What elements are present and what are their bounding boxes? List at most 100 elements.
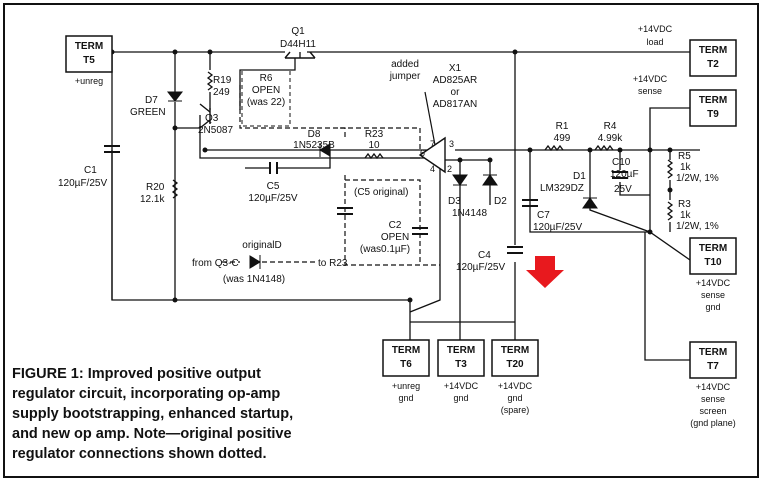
c2-value: OPEN — [381, 232, 409, 243]
t7-note-4: (gnd plane) — [690, 418, 736, 428]
q1-transistor — [284, 51, 316, 59]
t3-term: TERM — [447, 345, 475, 356]
original-d-from: from Q3-C — [192, 258, 239, 269]
terminal-t2-box — [689, 39, 737, 77]
c5-label: C5 — [267, 181, 280, 192]
d3-diode — [452, 174, 468, 186]
d7-value: GREEN — [130, 107, 166, 118]
pin-3: 3 — [449, 139, 454, 149]
d3-value: 1N4148 — [452, 208, 487, 219]
c2-label: C2 — [389, 220, 402, 231]
t5-term: TERM — [75, 41, 103, 52]
terminal-t7-box — [689, 341, 737, 379]
t6-term: TERM — [392, 345, 420, 356]
pin-7: 7 — [430, 139, 435, 149]
r5-rating: 1/2W, 1% — [676, 173, 719, 184]
t2-note-1: +14VDC — [638, 24, 673, 34]
t10-term: TERM — [699, 243, 727, 254]
pin-6: 6 — [420, 148, 425, 158]
d2-label: D2 — [494, 196, 507, 207]
c7-value: 120µF/25V — [533, 222, 582, 233]
t7-id: T7 — [707, 361, 719, 372]
jumper-label-1: added — [391, 59, 419, 70]
t6-id: T6 — [400, 359, 412, 370]
c4-value: 120µF/25V — [456, 262, 505, 273]
r3-label: R3 — [678, 199, 691, 210]
t9-note-1: +14VDC — [633, 74, 668, 84]
d8-value: 1N5235B — [293, 140, 335, 151]
x1-label: X1 — [449, 63, 462, 74]
r4-resistor — [594, 144, 614, 152]
terminal-t10-box — [689, 237, 737, 275]
r1-resistor — [544, 144, 564, 152]
original-d-note: (was 1N4148) — [223, 274, 285, 285]
terminal-t9-box — [689, 89, 737, 127]
c10-label: C10 — [612, 157, 631, 168]
r3-value: 1k — [680, 210, 692, 221]
c10-rating: 25V — [614, 184, 632, 195]
caption-line-1: FIGURE 1: Improved positive output — [12, 366, 261, 382]
terminal-t3-box — [437, 339, 485, 377]
t20-note-1: +14VDC — [498, 381, 533, 391]
c10-value: 120µF — [610, 169, 639, 180]
r23-label: R23 — [365, 129, 384, 140]
t9-term: TERM — [699, 95, 727, 106]
t20-note-2: gnd — [507, 393, 522, 403]
c4-label: C4 — [478, 250, 491, 261]
t20-id: T20 — [506, 359, 524, 370]
r19-label: R19 — [213, 75, 232, 86]
t6-note-2: gnd — [398, 393, 413, 403]
r6-label: R6 — [260, 73, 273, 84]
jumper-label-2: jumper — [389, 71, 421, 82]
caption-line-3: supply bootstrapping, enhanced startup, — [12, 406, 293, 422]
r6-note: (was 22) — [247, 97, 285, 108]
d8-diode — [319, 143, 331, 157]
r19-value: 249 — [213, 87, 230, 98]
r5-resistor — [666, 159, 674, 179]
original-d-diode — [249, 255, 261, 269]
t5-id: T5 — [83, 55, 95, 66]
red-arrow-marker — [526, 256, 564, 288]
c5-original-label: (C5 original) — [354, 187, 408, 198]
r1-label: R1 — [556, 121, 569, 132]
t10-note-2: sense — [701, 290, 725, 300]
c2-note: (was0.1µF) — [360, 244, 410, 255]
r6-dotted-box — [241, 69, 291, 127]
t2-id: T2 — [707, 59, 719, 70]
r5-label: R5 — [678, 151, 691, 162]
r5-value: 1k — [680, 162, 692, 173]
r20-resistor — [171, 179, 179, 199]
c1-label: C1 — [84, 165, 97, 176]
terminal-t20-box — [491, 339, 539, 377]
r23-resistor — [364, 152, 384, 160]
t20-term: TERM — [501, 345, 529, 356]
t3-id: T3 — [455, 359, 467, 370]
figure-border — [3, 3, 759, 478]
d7-label: D7 — [145, 95, 158, 106]
r4-value: 4.99k — [598, 133, 623, 144]
t10-note-1: +14VDC — [696, 278, 731, 288]
t2-term: TERM — [699, 45, 727, 56]
d8-label: D8 — [308, 129, 321, 140]
t6-note-1: +unreg — [392, 381, 420, 391]
t7-term: TERM — [699, 347, 727, 358]
terminal-t5-box — [65, 35, 113, 73]
r19-resistor — [206, 71, 214, 91]
d1-label: D1 — [573, 171, 586, 182]
t7-note-2: sense — [701, 394, 725, 404]
x1-opamp — [418, 136, 446, 174]
t10-note-3: gnd — [705, 302, 720, 312]
pin-2: 2 — [447, 164, 452, 174]
q1-label: Q1 — [291, 26, 305, 37]
d1-value: LM329DZ — [540, 183, 584, 194]
t7-note-3: screen — [699, 406, 726, 416]
r23-value: 10 — [368, 140, 380, 151]
t3-note-1: +14VDC — [444, 381, 479, 391]
t9-note-2: sense — [638, 86, 662, 96]
t7-note-1: +14VDC — [696, 382, 731, 392]
caption-line-2: regulator circuit, incorporating op-amp — [12, 386, 280, 402]
x1-alt: AD817AN — [433, 99, 477, 110]
x1-value: AD825AR — [433, 75, 477, 86]
t3-note-2: gnd — [453, 393, 468, 403]
caption-line-4: and new op amp. Note—original positive — [12, 426, 292, 442]
